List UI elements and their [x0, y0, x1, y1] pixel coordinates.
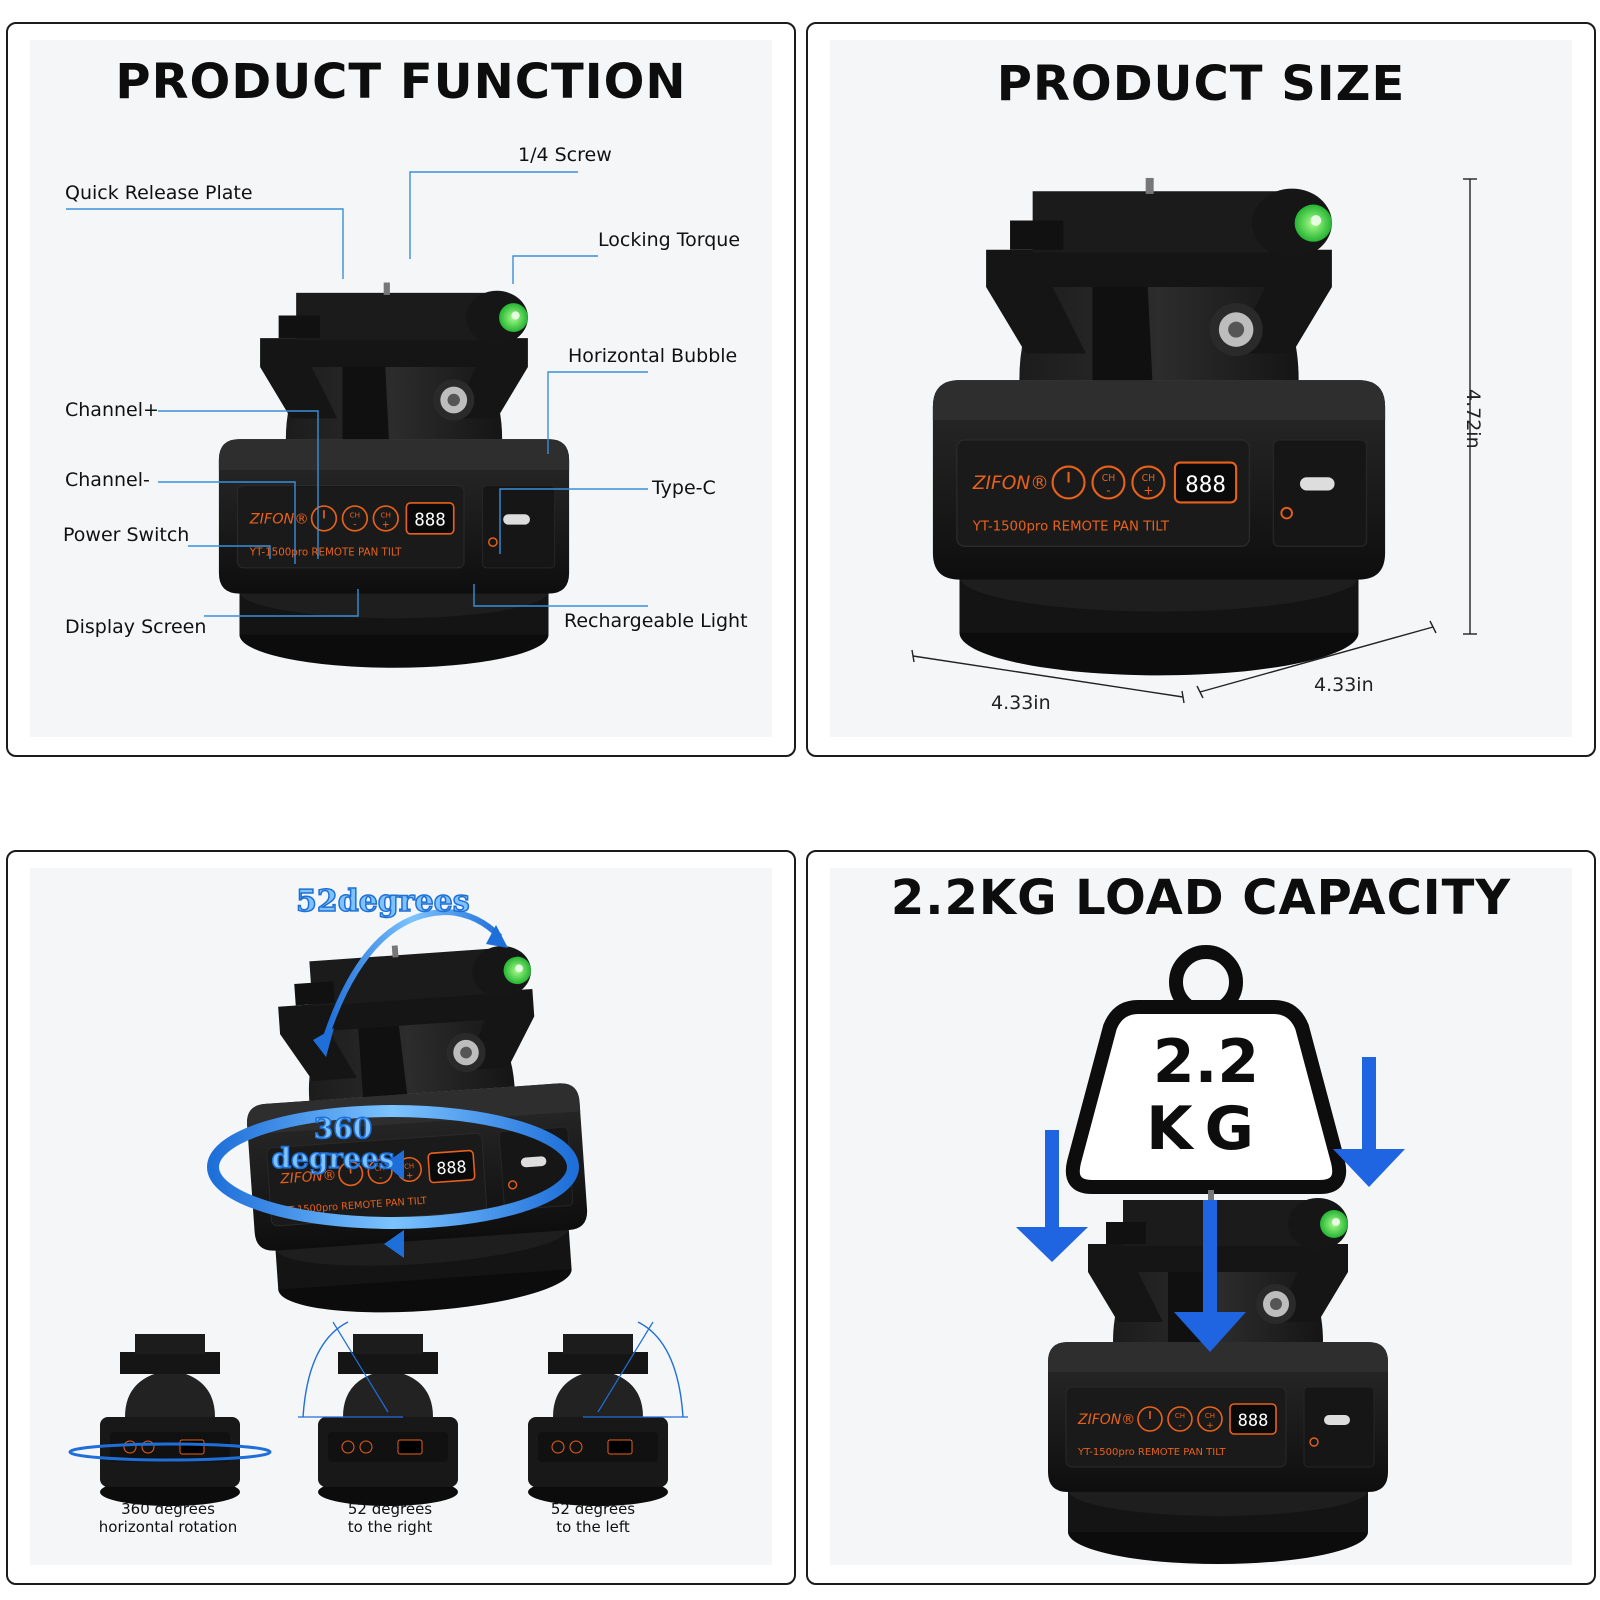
mini-device-tilt-right — [298, 1321, 459, 1507]
panel-title: PRODUCT SIZE — [996, 56, 1406, 112]
tilt-arc-arrow — [323, 908, 503, 1038]
caption-line: to the right — [347, 1518, 433, 1536]
caption-line: to the left — [556, 1518, 630, 1536]
callout-channel-minus: Channel- — [65, 469, 150, 491]
weight-value: 2.2 — [1152, 1027, 1260, 1097]
caption-line: 52 degrees — [347, 1500, 433, 1518]
load-illustration — [1016, 945, 1405, 1565]
callout-display-screen: Display Screen — [65, 616, 207, 638]
callout-channel-plus: Channel+ — [65, 399, 159, 421]
callout-power-switch: Power Switch — [63, 524, 190, 546]
product-function-panel: PRODUCT FUNCTION Quick Release Plate 1/4… — [6, 22, 796, 757]
height-dimension: 4.72in — [1462, 389, 1484, 449]
caption-pan: 360 degrees horizontal rotation — [78, 1500, 258, 1536]
device-illustration — [66, 171, 648, 669]
caption-tilt-right: 52 degrees to the right — [300, 1500, 480, 1536]
callout-quarter-screw: 1/4 Screw — [518, 144, 612, 166]
rotation-panel: 52degrees 360 degrees 360 degrees horizo… — [6, 850, 796, 1585]
weight-icon — [1065, 945, 1347, 1194]
caption-line: horizontal rotation — [98, 1518, 238, 1536]
callout-locking-torque: Locking Torque — [598, 229, 741, 251]
pan-ring-arrow — [207, 1105, 579, 1229]
callout-type-c: Type-C — [652, 477, 716, 499]
pan-label-number: 360 — [313, 1112, 373, 1145]
load-capacity-panel: 2.2KG LOAD CAPACITY 2.2 KG — [806, 850, 1596, 1585]
tilt-label: 52degrees — [295, 883, 470, 920]
caption-line: 52 degrees — [550, 1500, 636, 1518]
pan-label-text: degrees — [271, 1142, 396, 1175]
callout-rechargeable-light: Rechargeable Light — [564, 610, 748, 632]
rotation-illustration — [68, 908, 688, 1507]
caption-line: 360 degrees — [121, 1500, 215, 1518]
mini-device-tilt-left — [527, 1321, 688, 1507]
width-dimension: 4.33in — [991, 692, 1051, 714]
panel-title: PRODUCT FUNCTION — [115, 54, 687, 110]
panel-title: 2.2KG LOAD CAPACITY — [890, 870, 1512, 926]
callout-quick-release-plate: Quick Release Plate — [65, 182, 253, 204]
weight-unit: KG — [1146, 1094, 1266, 1164]
mini-device-pan — [68, 1333, 272, 1507]
caption-tilt-left: 52 degrees to the left — [503, 1500, 683, 1536]
depth-dimension: 4.33in — [1314, 674, 1374, 696]
device-illustration — [911, 176, 1477, 704]
down-arrows — [1016, 1057, 1405, 1352]
product-size-panel: PRODUCT SIZE 4.72in 4.33in 4.33in — [806, 22, 1596, 757]
callout-horizontal-bubble: Horizontal Bubble — [568, 345, 738, 367]
